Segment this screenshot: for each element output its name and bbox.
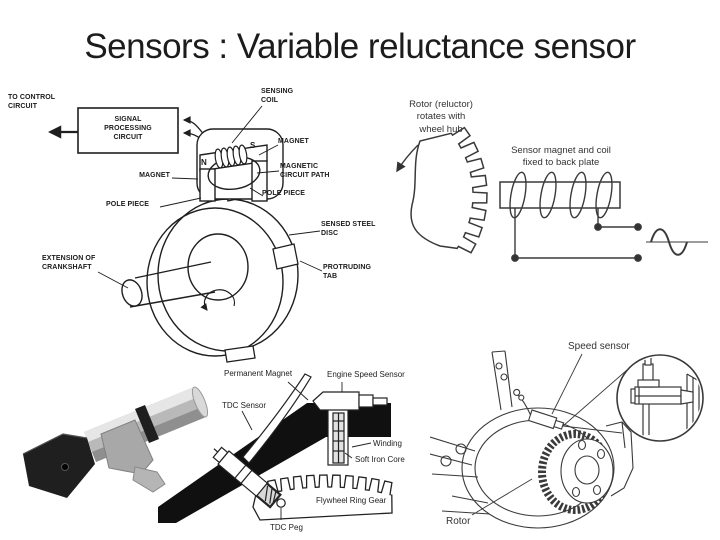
wheel-speed-lineart (396, 126, 708, 262)
signal-processing-box (77, 107, 179, 154)
sensor-photo (15, 372, 213, 532)
crank-sensor-diagram: TO CONTROL CIRCUIT SIGNAL PROCESSING CIR… (0, 85, 390, 365)
label-signal-processing-circuit: SIGNAL PROCESSING CIRCUIT (104, 116, 152, 141)
output-terminals (511, 208, 642, 262)
hub-face (560, 438, 614, 504)
label-sensor-caption: Sensor magnet and coil fixed to back pla… (511, 145, 611, 169)
suspension-arms (430, 436, 491, 515)
sensor-assembly (196, 128, 284, 202)
mounting-flange (100, 419, 166, 493)
label-rotor-caption: Rotor (reluctor) rotates with wheel hub (409, 99, 473, 135)
page-title: Sensors : Variable reluctance sensor (84, 27, 636, 66)
coil-turns (509, 171, 613, 219)
engine-speed-sensor-shape (312, 391, 388, 466)
label-magnet-left: MAGNET (139, 172, 170, 179)
sensing-coil-turns (214, 144, 248, 169)
permanent-magnet-strip (242, 373, 312, 464)
label-engine-speed-sensor: Engine Speed Sensor (327, 370, 405, 379)
strut (491, 350, 513, 411)
flywheel-diagram: Permanent Magnet Engine Speed Sensor TDC… (150, 355, 435, 540)
bottom-tab-shape (224, 345, 256, 363)
hub-lineart (430, 350, 704, 529)
label-extension-of-crankshaft: EXTENSION OF CRANKSHAFT (42, 255, 96, 271)
label-sensing-coil: SENSING COIL (261, 88, 294, 104)
protruding-tab-shape (272, 243, 299, 270)
label-permanent-magnet: Permanent Magnet (224, 369, 293, 378)
label-sensed-steel-disc: SENSED STEEL DISC (321, 221, 376, 237)
hub-diagram: Speed sensor Rotor (430, 330, 720, 540)
o-ring (135, 405, 159, 443)
label-magnet-top: MAGNET (278, 138, 309, 145)
rotation-arrow-icon (396, 144, 419, 173)
flywheel-gear-shape (252, 474, 393, 521)
label-magnetic-circuit-path: MAGNETIC CIRCUIT PATH (280, 163, 330, 179)
steel-disc (146, 198, 299, 357)
wheel-speed-diagram: Rotor (reluctor) rotates with wheel hub … (390, 85, 720, 310)
label-soft-iron-core: Soft Iron Core (355, 455, 405, 464)
label-tdc-peg: TDC Peg (270, 523, 303, 532)
label-rotor: Rotor (446, 516, 471, 527)
label-protruding-tab: PROTRUDING TAB (323, 264, 372, 280)
magnifier-inset (630, 357, 700, 438)
label-pole-piece-right: POLE PIECE (262, 190, 306, 197)
tdc-peg-circle (276, 498, 286, 508)
label-pole-piece-left: POLE PIECE (106, 201, 150, 208)
reluctor-gear-shape (410, 126, 488, 254)
caliper (605, 421, 634, 497)
label-south-pole: S (250, 141, 256, 150)
label-north-pole: N (201, 158, 207, 167)
connector-housing (22, 433, 95, 498)
sine-wave-icon (646, 228, 708, 256)
tdc-sensor-shape (212, 446, 282, 509)
label-to-control-circuit: TO CONTROL CIRCUIT (8, 94, 56, 110)
speed-sensor-shape (513, 388, 565, 430)
sensor-magnet-rect (499, 181, 621, 209)
label-speed-sensor: Speed sensor (568, 341, 630, 352)
label-flywheel-ring-gear: Flywheel Ring Gear (316, 496, 387, 505)
label-tdc-sensor: TDC Sensor (222, 401, 267, 410)
flywheel-lineart (158, 373, 393, 523)
crankshaft-shaft (121, 261, 216, 308)
label-winding: Winding (373, 439, 402, 448)
sensor-photo-art (22, 386, 209, 498)
crank-sensor-lineart (48, 105, 323, 363)
rotation-arrow (200, 289, 236, 311)
